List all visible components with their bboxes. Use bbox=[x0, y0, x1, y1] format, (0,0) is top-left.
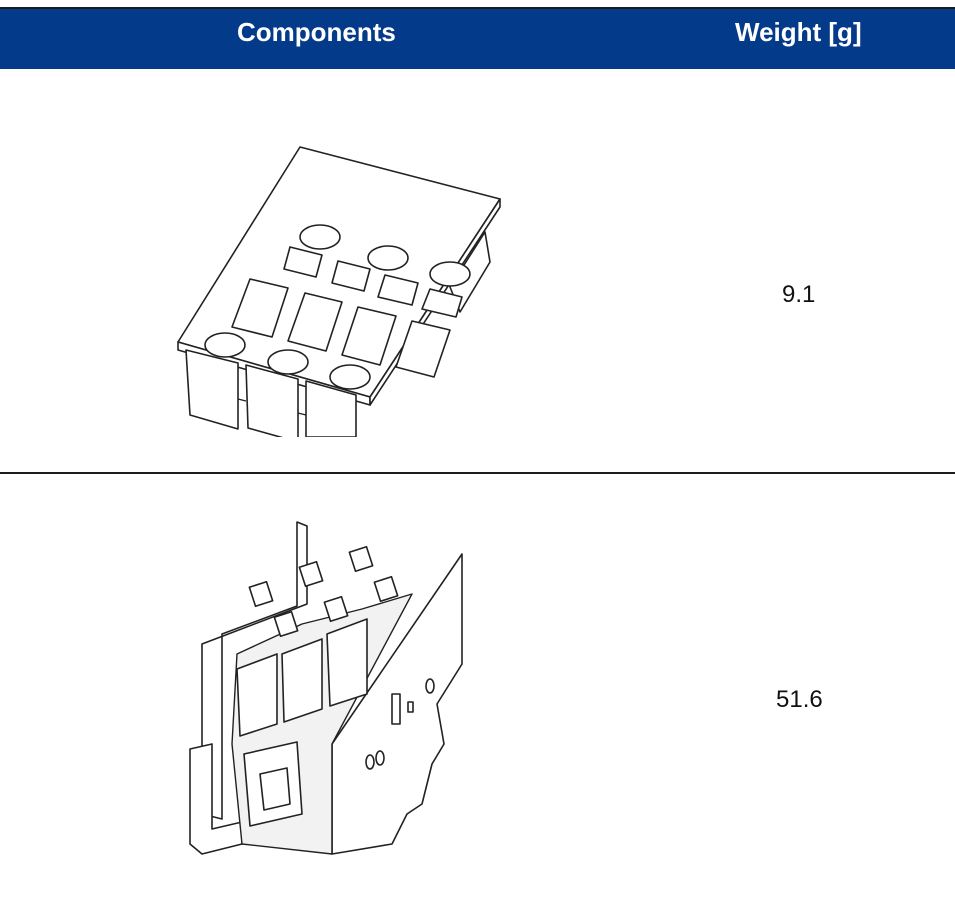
table-row: 9.1 bbox=[0, 69, 955, 473]
row-divider bbox=[0, 472, 955, 474]
auxiliary-contact-block-icon bbox=[189, 521, 463, 855]
weight-value: 51.6 bbox=[776, 686, 823, 713]
terminal-cover-icon bbox=[177, 146, 501, 437]
weight-value: 9.1 bbox=[782, 281, 816, 308]
header-components: Components bbox=[237, 17, 396, 47]
header-weight: Weight [g] bbox=[735, 17, 862, 47]
table-header: Components Weight [g] bbox=[0, 7, 955, 69]
table-row: 51.6 bbox=[0, 474, 955, 920]
